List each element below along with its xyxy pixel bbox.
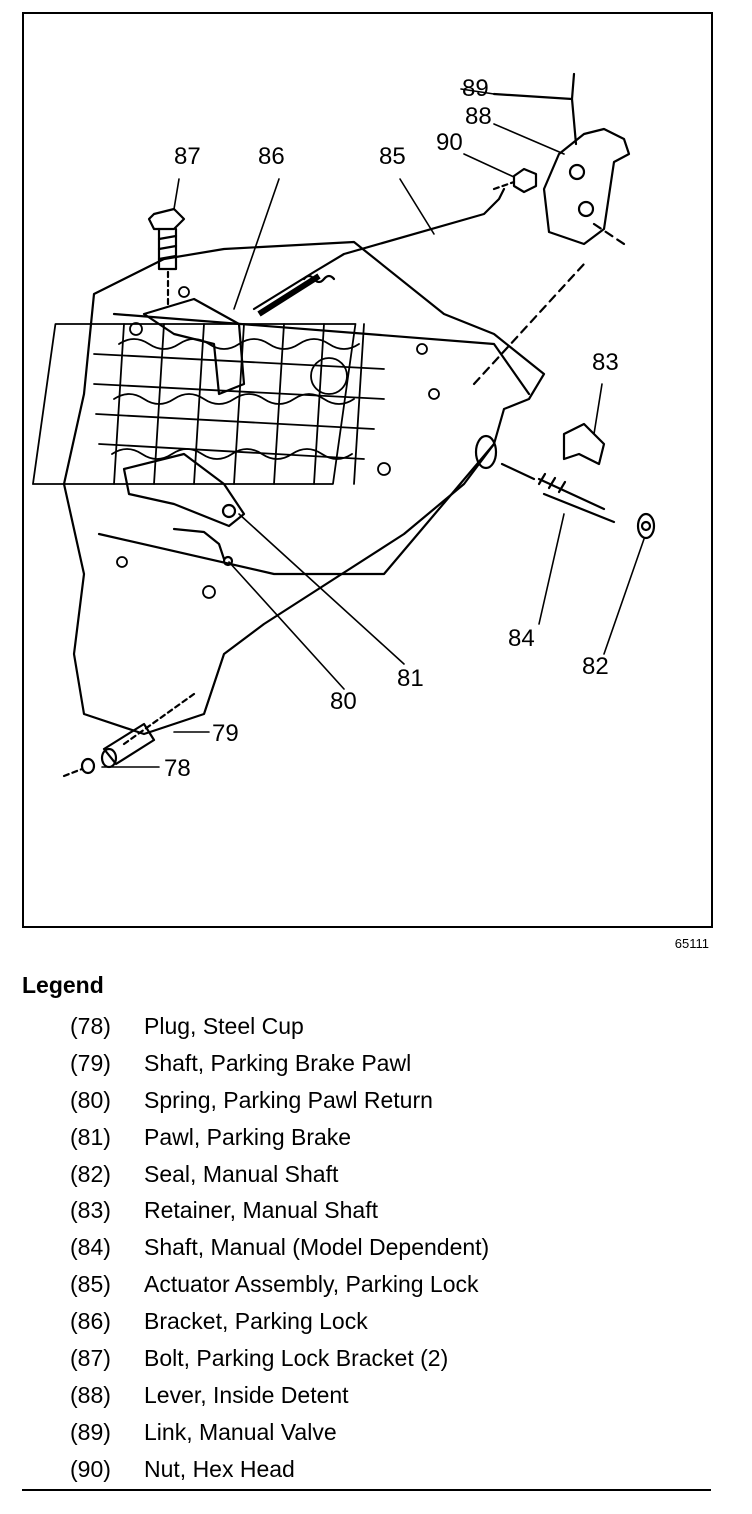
callout-80: 80 <box>330 688 357 715</box>
manual-shaft-retainer <box>562 422 606 466</box>
callout-85: 85 <box>379 143 406 170</box>
legend-item: (78) Plug, Steel Cup <box>70 1008 489 1045</box>
legend-item: (88) Lever, Inside Detent <box>70 1377 489 1414</box>
callout-79: 79 <box>212 720 239 747</box>
legend-number: (84) <box>70 1234 111 1261</box>
legend-text: Link, Manual Valve <box>144 1418 337 1445</box>
legend-text: Spring, Parking Pawl Return <box>144 1086 433 1113</box>
legend-list: (78) Plug, Steel Cup (79) Shaft, Parking B… <box>70 1008 489 1488</box>
callout-78: 78 <box>164 755 191 782</box>
legend-number: (80) <box>70 1086 111 1113</box>
callout-88: 88 <box>465 103 492 130</box>
legend-text: Bracket, Parking Lock <box>144 1308 368 1335</box>
legend-number: (83) <box>70 1197 111 1224</box>
parking-pawl <box>122 452 246 528</box>
legend-text: Lever, Inside Detent <box>144 1381 349 1408</box>
legend-item: (81) Pawl, Parking Brake <box>70 1119 489 1156</box>
legend-number: (81) <box>70 1123 111 1150</box>
transmission-drawing: 87 86 85 90 88 89 83 84 82 81 80 79 78 <box>32 72 656 782</box>
exploded-diagram: 87 86 85 90 88 89 83 84 82 81 80 79 78 <box>22 12 713 928</box>
callout-86: 86 <box>258 143 285 170</box>
bottom-divider <box>22 1489 711 1491</box>
manual-shaft-seal <box>636 512 656 540</box>
legend-text: Seal, Manual Shaft <box>144 1160 339 1187</box>
hex-nut <box>512 167 538 194</box>
pawl-spring <box>172 527 226 561</box>
legend-number: (86) <box>70 1308 111 1335</box>
callout-87: 87 <box>174 143 201 170</box>
bolt-87 <box>147 207 186 306</box>
callout-81: 81 <box>397 665 424 692</box>
callout-89: 89 <box>462 75 489 102</box>
legend-text: Retainer, Manual Shaft <box>144 1197 378 1224</box>
legend-item: (86) Bracket, Parking Lock <box>70 1303 489 1340</box>
callout-82: 82 <box>582 653 609 680</box>
valve-body <box>32 286 440 599</box>
legend-item: (80) Spring, Parking Pawl Return <box>70 1082 489 1119</box>
callout-90: 90 <box>436 129 463 156</box>
figure-number: 65111 <box>674 936 709 951</box>
legend-title: Legend <box>22 972 104 998</box>
legend-item: (89) Link, Manual Valve <box>70 1414 489 1451</box>
legend-item: (90) Nut, Hex Head <box>70 1451 489 1488</box>
legend-number: (87) <box>70 1344 111 1371</box>
legend-text: Nut, Hex Head <box>144 1455 295 1482</box>
legend-text: Actuator Assembly, Parking Lock <box>144 1271 479 1298</box>
inside-detent-lever <box>542 127 631 246</box>
manual-valve-link <box>492 72 578 146</box>
legend-text: Pawl, Parking Brake <box>144 1123 352 1150</box>
pawl-shaft <box>102 722 156 766</box>
callout-84: 84 <box>508 625 535 652</box>
legend-number: (79) <box>70 1049 111 1076</box>
legend-text: Bolt, Parking Lock Bracket (2) <box>144 1344 449 1371</box>
legend-item: (85) Actuator Assembly, Parking Lock <box>70 1266 489 1303</box>
steel-cup-plug <box>80 757 96 775</box>
legend-item: (87) Bolt, Parking Lock Bracket (2) <box>70 1340 489 1377</box>
legend-text: Plug, Steel Cup <box>144 1012 304 1039</box>
legend-number: (88) <box>70 1381 111 1408</box>
legend-number: (82) <box>70 1160 111 1187</box>
callout-83: 83 <box>592 349 619 376</box>
legend-item: (83) Retainer, Manual Shaft <box>70 1192 489 1229</box>
legend-number: (90) <box>70 1455 111 1482</box>
manual-shaft <box>474 434 616 524</box>
parking-lock-bracket <box>142 297 246 396</box>
case-outline <box>62 240 546 736</box>
legend-number: (89) <box>70 1418 111 1445</box>
legend-item: (79) Shaft, Parking Brake Pawl <box>70 1045 489 1082</box>
legend-text: Shaft, Manual (Model Dependent) <box>144 1234 490 1261</box>
leader-lines <box>101 88 645 768</box>
legend-number: (78) <box>70 1012 111 1039</box>
legend-text: Shaft, Parking Brake Pawl <box>144 1049 412 1076</box>
legend-number: (85) <box>70 1271 111 1298</box>
callout-labels: 87 86 85 90 88 89 83 84 82 81 80 79 78 <box>164 75 619 782</box>
legend-item: (82) Seal, Manual Shaft <box>70 1156 489 1193</box>
legend-item: (84) Shaft, Manual (Model Dependent) <box>70 1229 489 1266</box>
